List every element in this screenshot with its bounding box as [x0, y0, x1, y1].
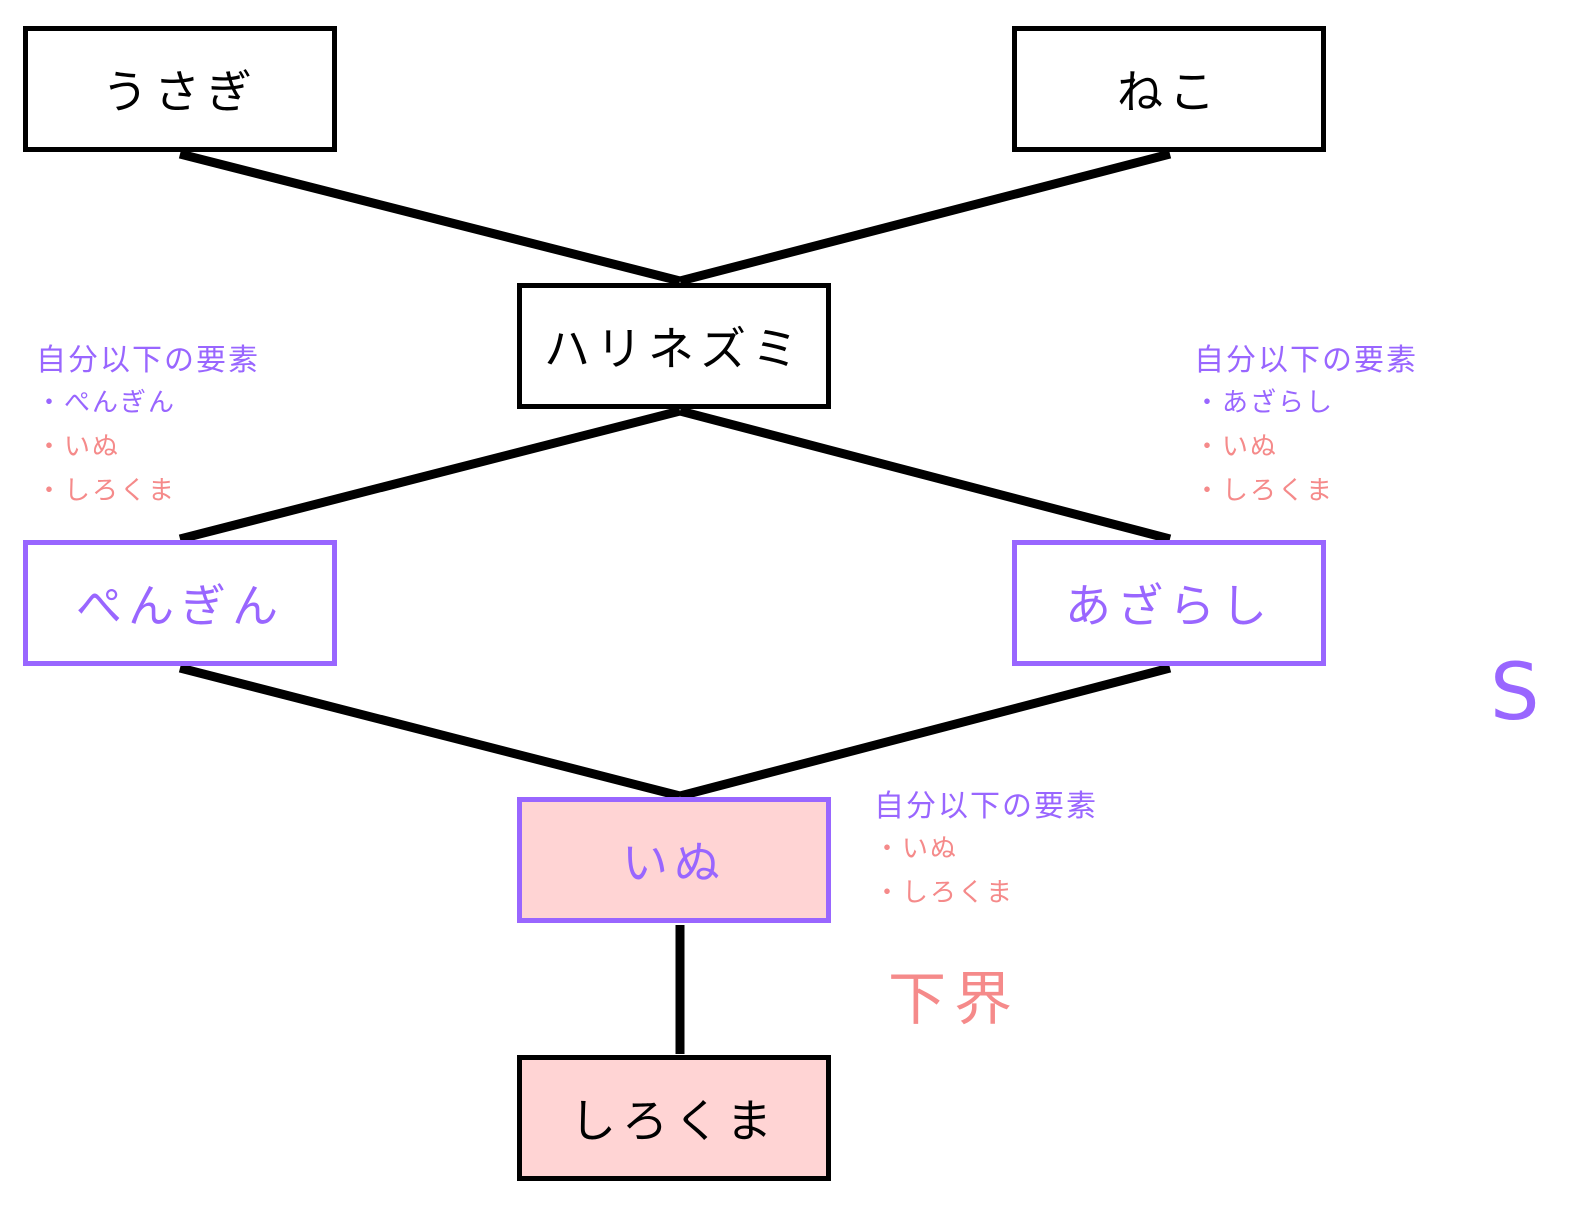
node-harinezumi: ハリネズミ	[517, 283, 831, 409]
node-shirokuma-label: しろくま	[570, 1094, 778, 1148]
note-left-header: 自分以下の要素	[36, 343, 260, 378]
node-pengin: ぺんぎん	[23, 540, 337, 666]
node-azarashi-label: あざらし	[1065, 579, 1273, 633]
edge-azarashi-inu	[678, 663, 1172, 801]
note-left-item-pengin: ・ぺんぎん	[36, 388, 177, 418]
note-left-item-inu: ・いぬ	[36, 432, 121, 462]
node-neko: ねこ	[1012, 26, 1326, 152]
note-right-item-shirokuma: ・しろくま	[1194, 476, 1335, 506]
node-usagi: うさぎ	[23, 26, 337, 152]
edge-neko-harinezumi	[678, 149, 1172, 286]
note-inu-item-inu: ・いぬ	[874, 834, 959, 864]
node-neko-label: ねこ	[1117, 65, 1221, 119]
node-azarashi: あざらし	[1012, 540, 1326, 666]
note-right-item-azarashi: ・あざらし	[1194, 388, 1335, 418]
edge-harinezumi-pengin	[178, 406, 682, 544]
note-inu-lower-elements: 自分以下の要素 ・いぬ ・しろくま	[874, 792, 1098, 924]
node-inu-label: いぬ	[622, 836, 726, 890]
note-inu-item-shirokuma: ・しろくま	[874, 878, 1015, 908]
node-inu: いぬ	[517, 797, 831, 923]
note-right-item-inu: ・いぬ	[1194, 432, 1279, 462]
node-usagi-label: うさぎ	[102, 65, 258, 119]
node-harinezumi-label: ハリネズミ	[544, 322, 804, 376]
edge-usagi-harinezumi	[178, 149, 682, 286]
node-shirokuma: しろくま	[517, 1055, 831, 1181]
set-s-label: S	[1490, 648, 1540, 738]
edge-pengin-inu	[178, 663, 682, 801]
note-right-lower-elements: 自分以下の要素 ・あざらし ・いぬ ・しろくま	[1194, 346, 1418, 522]
node-pengin-label: ぺんぎん	[76, 579, 284, 633]
edge-harinezumi-azarashi	[678, 406, 1172, 544]
note-right-header: 自分以下の要素	[1194, 343, 1418, 378]
note-left-lower-elements: 自分以下の要素 ・ぺんぎん ・いぬ ・しろくま	[36, 346, 260, 522]
lower-bound-label: 下界	[888, 965, 1021, 1033]
note-inu-header: 自分以下の要素	[874, 789, 1098, 824]
note-left-item-shirokuma: ・しろくま	[36, 476, 177, 506]
